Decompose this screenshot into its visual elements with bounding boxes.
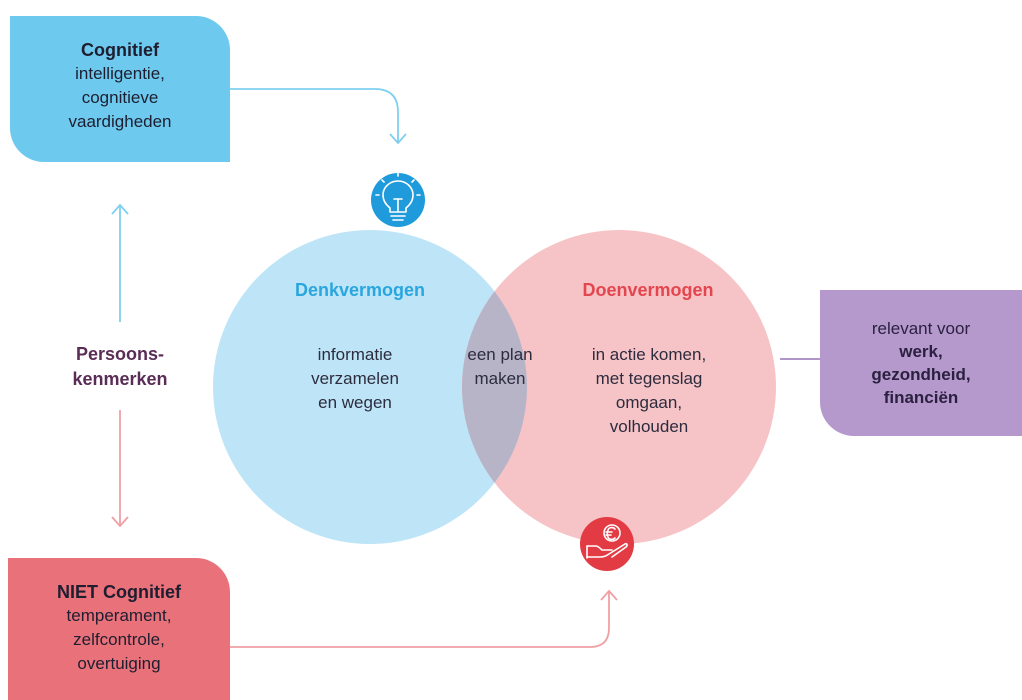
overlap-description: een plan maken bbox=[445, 343, 555, 391]
niet-cognitief-line: overtuiging bbox=[77, 654, 161, 673]
cognitief-title: Cognitief bbox=[81, 40, 159, 60]
doenvermogen-line: volhouden bbox=[609, 417, 689, 436]
doenvermogen-line: omgaan, bbox=[615, 393, 683, 412]
doenvermogen-line: in actie komen, bbox=[591, 345, 707, 364]
overlap-line: een plan bbox=[467, 345, 533, 364]
niet-cognitief-box: NIET Cognitief temperament, zelfcontrole… bbox=[8, 558, 230, 700]
relevant-box: relevant voor werk, gezondheid, financië… bbox=[820, 290, 1022, 436]
doenvermogen-line: met tegenslag bbox=[595, 369, 703, 388]
niet-cognitief-arrow-head bbox=[600, 589, 618, 601]
doenvermogen-description: in actie komen, met tegenslag omgaan, vo… bbox=[566, 343, 732, 439]
denkvermogen-line: en wegen bbox=[318, 393, 392, 412]
denkvermogen-description: informatie verzamelen en wegen bbox=[280, 343, 430, 415]
denkvermogen-title: Denkvermogen bbox=[294, 280, 426, 300]
denkvermogen-line: verzamelen bbox=[311, 369, 399, 388]
denkvermogen-circle bbox=[213, 230, 527, 544]
cognitief-box: Cognitief intelligentie, cognitieve vaar… bbox=[10, 16, 230, 162]
niet-cognitief-line: zelfcontrole, bbox=[73, 630, 165, 649]
lightbulb-icon bbox=[371, 172, 425, 227]
persoonskenmerken-label: Persoons- kenmerken bbox=[50, 342, 190, 392]
niet-cognitief-line: temperament, bbox=[66, 606, 172, 625]
denkvermogen-line: informatie bbox=[317, 345, 393, 364]
niet-cognitief-title: NIET Cognitief bbox=[57, 582, 181, 602]
niet-cognitief-arrow bbox=[230, 592, 610, 648]
persoonskenmerken-line: Persoons- bbox=[75, 344, 165, 364]
cognitief-arrow-head bbox=[389, 133, 407, 145]
relevant-item: werk, bbox=[899, 342, 943, 361]
cognitief-line: vaardigheden bbox=[68, 112, 172, 131]
persoonskenmerken-line: kenmerken bbox=[72, 369, 168, 389]
cognitief-line: intelligentie, bbox=[75, 64, 165, 83]
doenvermogen-title: Doenvermogen bbox=[582, 280, 714, 300]
doenvermogen-circle bbox=[462, 230, 776, 544]
relevant-item: financiën bbox=[883, 388, 959, 407]
relevant-intro: relevant voor bbox=[871, 319, 971, 338]
relevant-item: gezondheid, bbox=[871, 365, 971, 384]
cognitief-line: cognitieve bbox=[81, 88, 159, 107]
hand-euro-icon bbox=[580, 517, 634, 571]
persoons-down-arrow-head bbox=[111, 516, 129, 528]
persoons-up-arrow-head bbox=[111, 203, 129, 215]
overlap-line: maken bbox=[474, 369, 526, 388]
cognitief-arrow bbox=[230, 88, 399, 142]
